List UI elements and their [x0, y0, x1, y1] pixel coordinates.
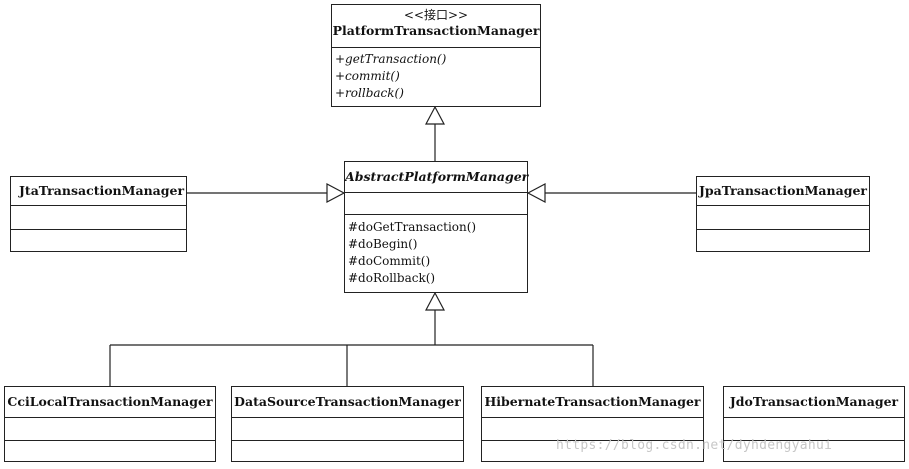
- inheritance-arrow-abstract-bottom: [425, 291, 445, 311]
- class-jta-transaction-manager: JtaTransactionManager: [10, 176, 187, 252]
- methods-compartment: [232, 440, 463, 461]
- inheritance-arrow-abstract-left: [326, 183, 346, 203]
- attributes-compartment: [724, 417, 904, 440]
- class-name: HibernateTransactionManager: [484, 394, 701, 409]
- attributes-compartment: [697, 205, 869, 229]
- attributes-compartment: [11, 205, 186, 229]
- class-name: AbstractPlatformManager: [345, 169, 529, 184]
- class-cci-local-transaction-manager: CciLocalTransactionManager: [4, 386, 216, 462]
- stereotype-label: <<接口>>: [403, 8, 469, 22]
- class-name: JdoTransactionManager: [729, 394, 899, 409]
- watermark-text: https://blog.csdn.net/dyhdengyahui: [556, 438, 833, 453]
- class-name: JpaTransactionManager: [698, 183, 868, 198]
- attributes-compartment: [5, 417, 215, 440]
- methods-compartment: [11, 229, 186, 251]
- method-commit: +commit(): [335, 69, 400, 83]
- attributes-compartment: [345, 192, 527, 214]
- class-name: JtaTransactionManager: [19, 183, 185, 198]
- class-jdo-transaction-manager: JdoTransactionManager: [723, 386, 905, 462]
- class-name: CciLocalTransactionManager: [7, 394, 213, 409]
- class-name: PlatformTransactionManager: [332, 22, 540, 38]
- attributes-compartment: [232, 417, 463, 440]
- methods-compartment: [724, 440, 904, 461]
- attributes-compartment: [482, 417, 703, 440]
- methods-compartment: [5, 440, 215, 461]
- method-get-transaction: +getTransaction(): [335, 52, 447, 66]
- class-platform-transaction-manager: <<接口>> PlatformTransactionManager +getTr…: [331, 4, 541, 107]
- methods-compartment: [482, 440, 703, 461]
- class-hibernate-transaction-manager: HibernateTransactionManager: [481, 386, 704, 462]
- method-do-commit: #doCommit(): [348, 254, 431, 268]
- method-rollback: +rollback(): [335, 86, 404, 100]
- method-do-begin: #doBegin(): [348, 237, 418, 251]
- class-name: DataSourceTransactionManager: [234, 394, 461, 409]
- method-do-get-transaction: #doGetTransaction(): [348, 220, 477, 234]
- methods-compartment: [697, 229, 869, 251]
- method-do-rollback: #doRollback(): [348, 271, 436, 285]
- inheritance-arrow-abstract-right: [526, 183, 546, 203]
- class-datasource-transaction-manager: DataSourceTransactionManager: [231, 386, 464, 462]
- class-abstract-platform-manager: AbstractPlatformManager #doGetTransactio…: [344, 161, 528, 293]
- class-jpa-transaction-manager: JpaTransactionManager: [696, 176, 870, 252]
- inheritance-arrow-interface: [425, 105, 445, 125]
